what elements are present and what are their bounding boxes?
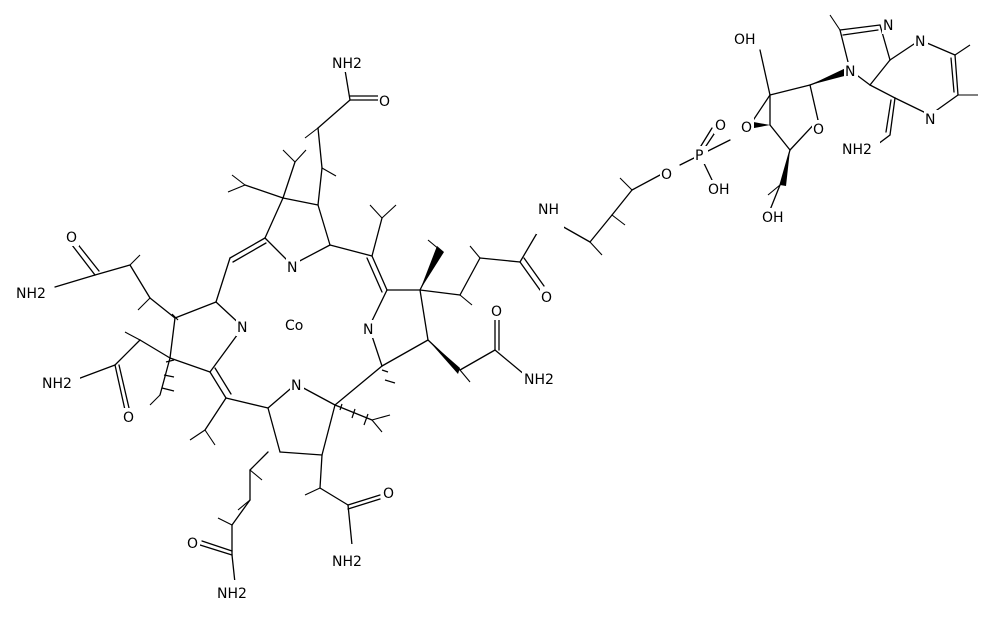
bottom-left-amide-o: O <box>187 536 198 552</box>
left-upper-amide-nh2: NH2 <box>16 286 46 302</box>
atom-labels: Co N N N N NH2 O NH2 O NH2 O NH2 O NH2 <box>14 16 938 612</box>
linker-amide-nh: NH <box>538 202 559 218</box>
purine-n9: N <box>845 64 855 80</box>
cobalt-label: Co <box>285 318 303 334</box>
bottom-mid-amide-nh2: NH2 <box>332 554 362 570</box>
side-chain-bonds <box>54 24 959 584</box>
purine-n1: N <box>925 112 935 128</box>
right-mid-amide-nh2: NH2 <box>524 372 554 388</box>
left-lower-amide-nh2: NH2 <box>42 376 72 392</box>
ring-n-d: N <box>291 378 301 394</box>
top-amide-nh2: NH2 <box>332 56 362 72</box>
phosphate-o-double: O <box>715 118 726 134</box>
right-mid-amide-o: O <box>491 304 502 320</box>
ribose-5-oh: OH <box>762 210 784 226</box>
left-upper-amide-o: O <box>66 230 77 246</box>
ribose-2-oh: OH <box>734 32 756 48</box>
phosphorus-label: P <box>695 148 703 164</box>
bottom-mid-amide-o: O <box>383 486 394 502</box>
phosphate-oh: OH <box>708 182 730 198</box>
ring-n-a: N <box>237 320 247 336</box>
left-lower-amide-o: O <box>123 410 134 426</box>
ring-n-c: N <box>363 322 373 338</box>
ester-o: O <box>661 167 672 183</box>
purine-n3: N <box>915 34 925 50</box>
ring-n-b: N <box>287 260 297 276</box>
bottom-left-amide-nh2: NH2 <box>217 586 247 602</box>
purine-n7: N <box>883 18 893 34</box>
ribose-ring-o: O <box>813 122 824 138</box>
top-amide-o: O <box>379 94 390 110</box>
ribose-o3: O <box>741 120 752 136</box>
hydrogen-stubs <box>124 14 978 526</box>
purine-nh2: NH2 <box>842 142 872 158</box>
linker-amide-o: O <box>541 290 552 306</box>
